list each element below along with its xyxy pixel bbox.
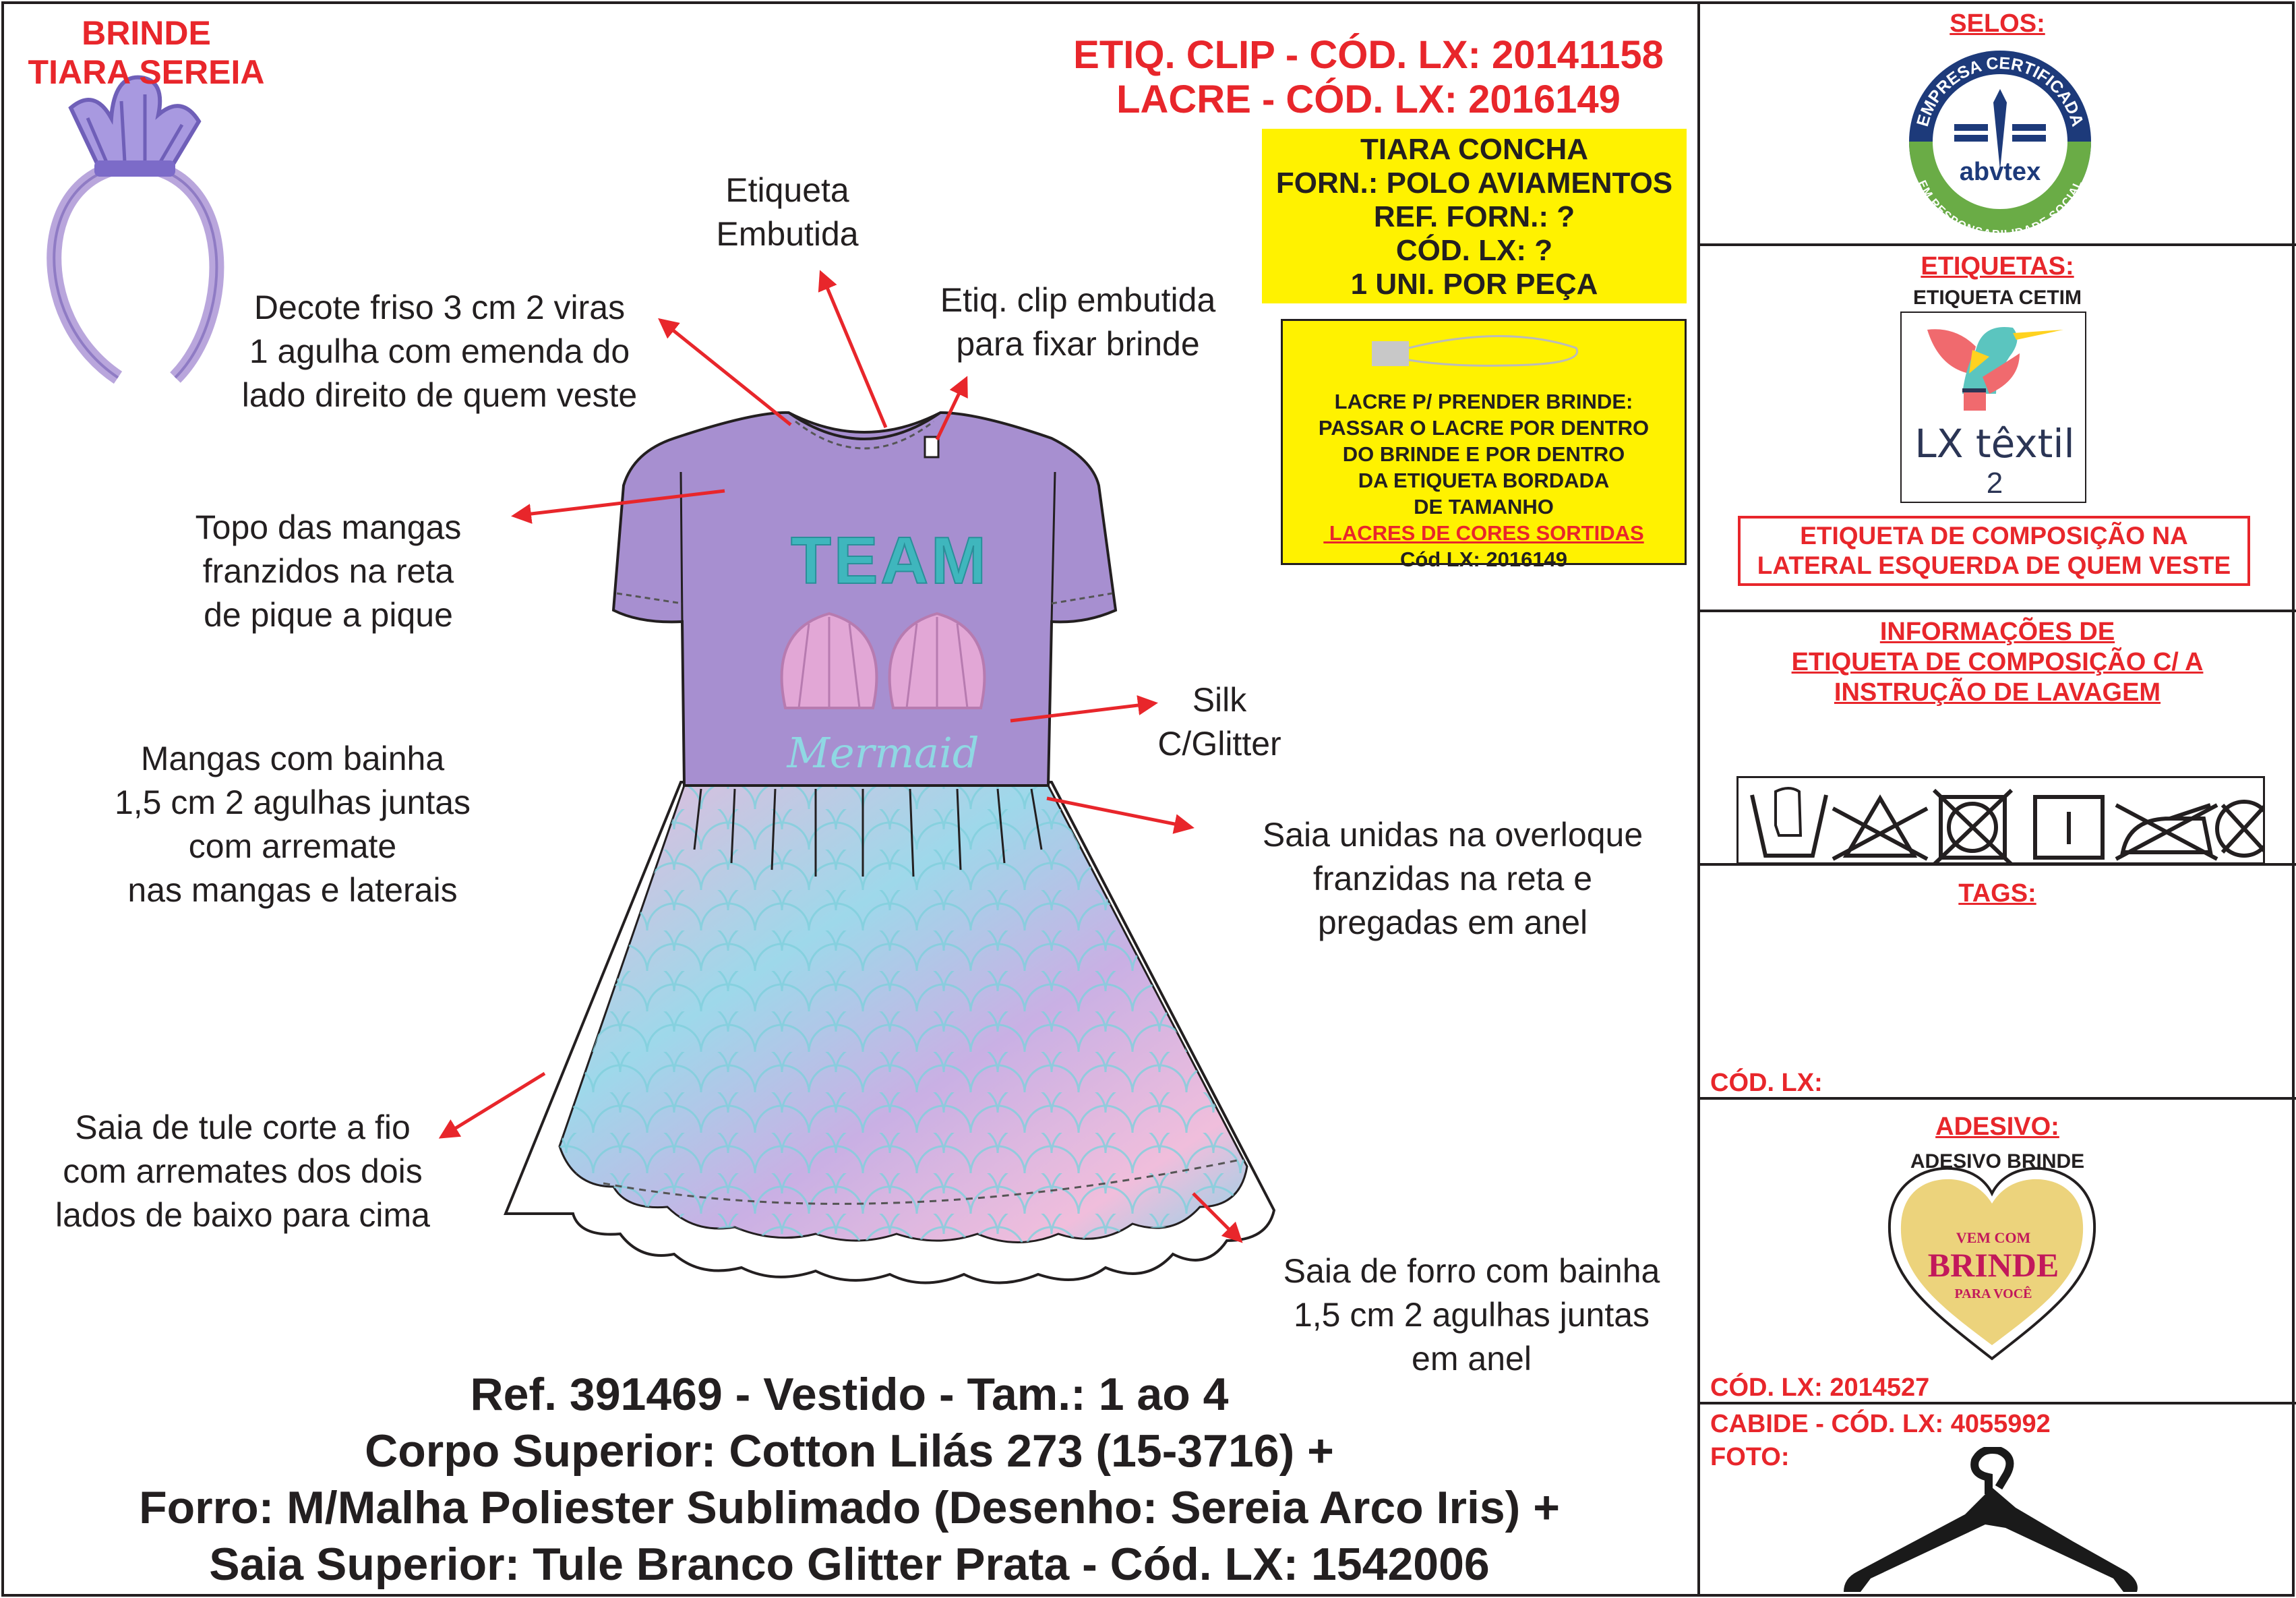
panel-separator xyxy=(1697,1,1700,1597)
lacre-info-box: LACRE P/ PRENDER BRINDE: PASSAR O LACRE … xyxy=(1281,319,1687,571)
divider xyxy=(1699,1097,2296,1100)
line-dry-icon xyxy=(2033,795,2105,860)
logo-number: 2 xyxy=(1986,467,2003,500)
dress-illustration xyxy=(504,411,1276,1284)
no-tumble-dry-icon xyxy=(1932,788,2014,864)
annotation-arrows xyxy=(438,270,1243,1243)
care-info-heading: INFORMAÇÕES DE ETIQUETA DE COMPOSIÇÃO C/… xyxy=(1791,618,2204,707)
print-team: TEAM xyxy=(790,523,989,598)
no-dry-clean-icon xyxy=(2215,800,2264,858)
adesivo-code: CÓD. LX: 2014527 xyxy=(1710,1373,1930,1402)
no-bleach-icon xyxy=(1832,794,1929,861)
hanger-photo xyxy=(1844,1447,2138,1592)
product-title: Ref. 391469 - Vestido - Tam.: 1 ao 4 Cor… xyxy=(139,1369,1560,1590)
selos-heading: SELOS: xyxy=(1950,9,2045,38)
lacre-colors-note: LACRES DE CORES SORTIDAS xyxy=(1323,521,1644,545)
divider xyxy=(1699,863,2296,866)
tags-heading: TAGS: xyxy=(1958,879,2036,908)
hummingbird-icon xyxy=(1927,326,2063,411)
svg-text:VEM COM: VEM COM xyxy=(1956,1229,2031,1246)
annotation-saia-unidas: Saia unidas na overloque franzidas na re… xyxy=(1262,816,1643,941)
lacre-code: Cód LX: 2016149 xyxy=(1399,548,1568,571)
brinde-heart-sticker: VEM COM BRINDE PARA VOCÊ xyxy=(1887,1166,2096,1361)
cabide-code: CABIDE - CÓD. LX: 4055992 xyxy=(1710,1410,2051,1438)
annotation-decote: Decote friso 3 cm 2 viras 1 agulha com e… xyxy=(241,289,638,414)
svg-text:PARA VOCÊ: PARA VOCÊ xyxy=(1955,1285,2032,1301)
etiqueta-cetim-label: ETIQUETA CETIM xyxy=(1913,287,2082,309)
hand-wash-icon xyxy=(1750,787,1828,858)
logo-text: LX têxtil xyxy=(1914,421,2075,467)
annotation-saia-tule: Saia de tule corte a fio com arremates d… xyxy=(55,1108,430,1234)
divider xyxy=(1699,243,2296,246)
composition-note-box: ETIQUETA DE COMPOSIÇÃO NA LATERAL ESQUER… xyxy=(1738,516,2250,586)
no-iron-icon xyxy=(2115,803,2218,861)
tiara-illustration xyxy=(47,75,224,384)
annotation-etiq-clip: Etiq. clip embutida para fixar brinde xyxy=(940,281,1216,363)
annotation-mangas: Mangas com bainha 1,5 cm 2 agulhas junta… xyxy=(114,740,471,909)
svg-text:BRINDE: BRINDE xyxy=(1928,1246,2059,1284)
composition-note: ETIQUETA DE COMPOSIÇÃO NA LATERAL ESQUER… xyxy=(1757,522,2231,579)
annotation-topo-mangas: Topo das mangas franzidos na reta de piq… xyxy=(195,508,462,634)
lacre-seal-icon xyxy=(1372,335,1579,367)
annotation-etiqueta: Etiqueta Embutida xyxy=(716,171,859,253)
top-codes: ETIQ. CLIP - CÓD. LX: 20141158 LACRE - C… xyxy=(1073,33,1664,121)
lx-textil-label-logo: LX têxtil 2 xyxy=(1900,312,2086,503)
svg-text:abvtex: abvtex xyxy=(1960,158,2041,186)
cabide-foto-label: FOTO: xyxy=(1710,1443,1790,1471)
care-symbols-box xyxy=(1736,776,2265,864)
adesivo-heading: ADESIVO: xyxy=(1935,1113,2059,1141)
print-mermaid: Mermaid xyxy=(787,728,979,777)
gift-title: BRINDE TIARA SEREIA xyxy=(28,14,265,91)
abvtex-seal-icon: EMPRESA CERTIFICADA EM RESPONSABILIDADE … xyxy=(1909,51,2091,237)
tiara-info-text: TIARA CONCHA FORN.: POLO AVIAMENTOS REF.… xyxy=(1275,133,1673,301)
tiara-info-box: TIARA CONCHA FORN.: POLO AVIAMENTOS REF.… xyxy=(1262,129,1687,303)
lacre-instructions: LACRE P/ PRENDER BRINDE: PASSAR O LACRE … xyxy=(1318,390,1650,519)
tags-code: CÓD. LX: xyxy=(1710,1069,1823,1097)
etiquetas-heading: ETIQUETAS: xyxy=(1921,252,2074,280)
divider xyxy=(1699,610,2296,612)
divider xyxy=(1699,1402,2296,1404)
annotation-silk: Silk C/Glitter xyxy=(1157,681,1281,763)
annotation-saia-forro: Saia de forro com bainha 1,5 cm 2 agulha… xyxy=(1283,1252,1660,1378)
